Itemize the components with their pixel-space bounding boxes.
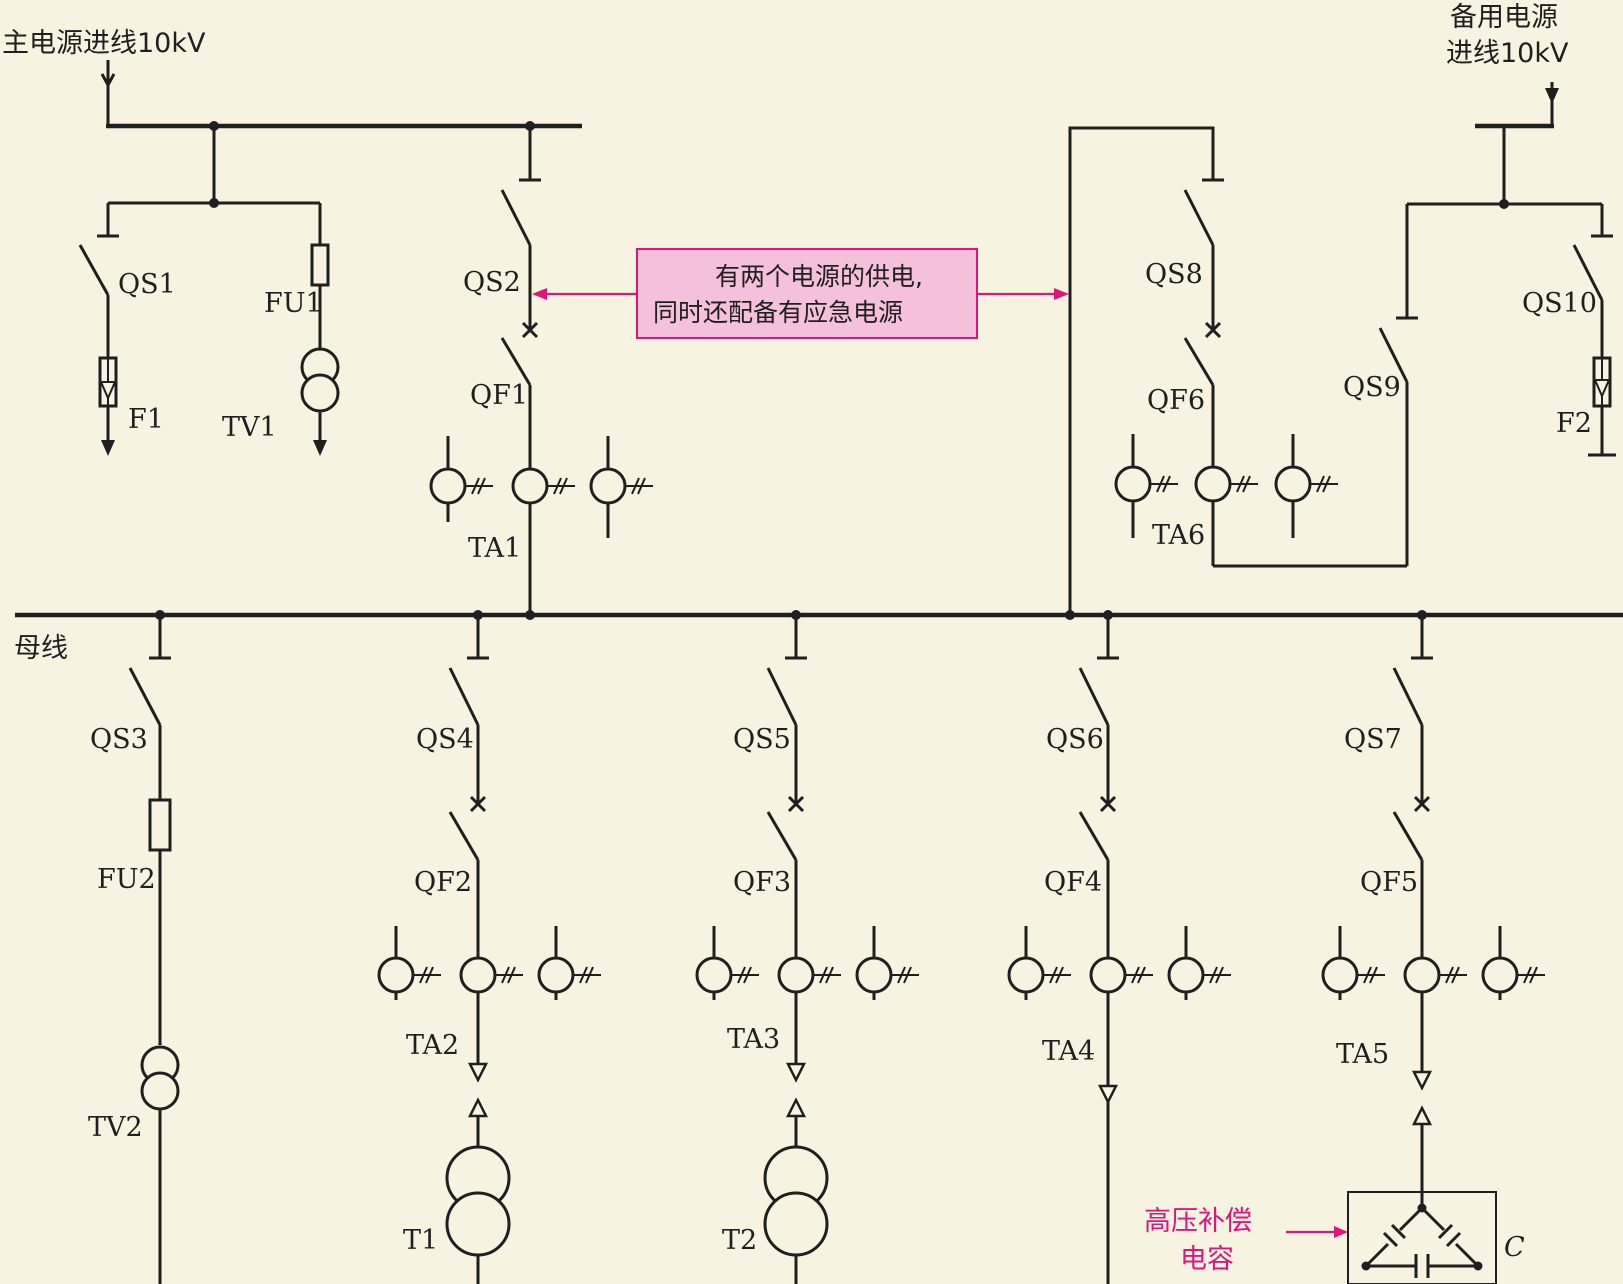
- capacitor-label-line-2: 电容: [1180, 1244, 1234, 1275]
- qf4-label: QF4: [1044, 867, 1102, 898]
- tv2-label: TV2: [88, 1112, 143, 1143]
- qs2-label: QS2: [463, 267, 521, 298]
- qs8-label: QS8: [1145, 259, 1203, 290]
- capacitor-label-line-1: 高压补偿: [1144, 1206, 1252, 1237]
- busbar-label: 母线: [14, 633, 68, 664]
- feeder-qs5-qf3-ta3-t2: [695, 615, 921, 1284]
- qs3-label: QS3: [90, 724, 148, 755]
- qs7-label: QS7: [1344, 724, 1402, 755]
- dual-source-annotation: 有两个电源的供电, 同时还配备有应急电源: [532, 248, 1069, 339]
- capacitor-annotation: 高压补偿 电容: [1144, 1206, 1348, 1275]
- qs1-f1-branch: [78, 203, 119, 456]
- backup-source-incoming: [1407, 82, 1602, 209]
- qs3-fu2-tv2-branch: [128, 615, 180, 1284]
- qs9-label: QS9: [1343, 372, 1401, 403]
- fu1-tv1-branch: [300, 203, 340, 456]
- annotation-line-1: 有两个电源的供电,: [715, 262, 923, 291]
- main-source-incoming: [100, 60, 582, 208]
- qs8-qf6-ta6-branch: [1065, 126, 1340, 620]
- qf5-label: QF5: [1360, 867, 1418, 898]
- qs6-label: QS6: [1046, 724, 1104, 755]
- feeder-qs6-qf4-ta4: [1007, 615, 1233, 1284]
- ta4-label: TA4: [1042, 1036, 1095, 1067]
- feeder-qs7-qf5-ta5-capacitor: [1321, 615, 1547, 1208]
- qf3-label: QF3: [733, 867, 791, 898]
- t1-label: T1: [403, 1225, 438, 1256]
- qs2-qf1-ta1-branch: [429, 126, 655, 620]
- fu2-label: FU2: [97, 864, 156, 895]
- main-source-label: 主电源进线10kV: [2, 28, 206, 59]
- qs1-label: QS1: [118, 269, 176, 300]
- c-label: C: [1504, 1232, 1525, 1263]
- labels: 主电源进线10kV 备用电源 进线10kV 母线 QS1 FU1 F1 TV1 …: [2, 2, 1597, 1263]
- backup-source-label-2: 进线10kV: [1446, 38, 1569, 69]
- f2-label: F2: [1556, 408, 1592, 439]
- qs9-branch: [1213, 204, 1418, 568]
- fu1-label: FU1: [264, 288, 323, 319]
- qf1-label: QF1: [470, 380, 528, 411]
- ta6-label: TA6: [1152, 520, 1205, 551]
- tv1-label: TV1: [222, 412, 277, 443]
- annotation-line-2: 同时还配备有应急电源: [653, 298, 903, 327]
- ta2-label: TA2: [406, 1030, 459, 1061]
- qf6-label: QF6: [1147, 385, 1205, 416]
- feeder-qs4-qf2-ta2-t1: [377, 615, 603, 1284]
- qs10-f2-branch: [1572, 204, 1616, 457]
- f1-label: F1: [128, 404, 164, 435]
- ta5-label: TA5: [1336, 1039, 1389, 1070]
- qs10-label: QS10: [1522, 288, 1597, 319]
- t2-label: T2: [722, 1225, 757, 1256]
- qs5-label: QS5: [733, 724, 791, 755]
- capacitor-bank: [1347, 1191, 1497, 1284]
- backup-source-label-1: 备用电源: [1450, 2, 1558, 33]
- ta1-label: TA1: [468, 533, 521, 564]
- busbar: [15, 610, 1623, 620]
- ta3-label: TA3: [727, 1024, 780, 1055]
- qf2-label: QF2: [414, 867, 472, 898]
- qs4-label: QS4: [416, 724, 474, 755]
